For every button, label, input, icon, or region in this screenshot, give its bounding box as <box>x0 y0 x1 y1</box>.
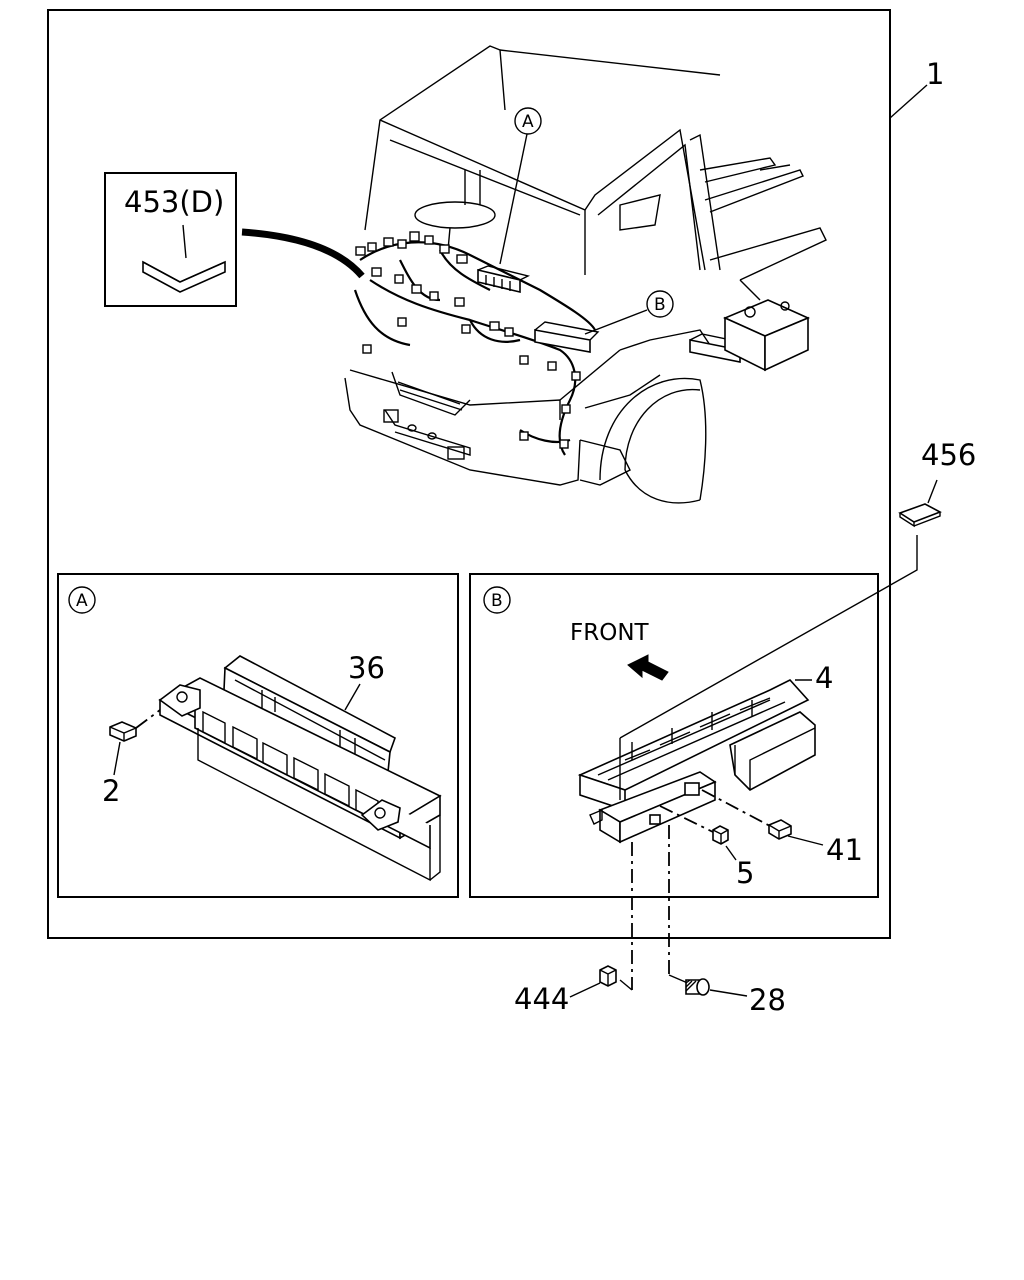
callout-5: 5 <box>736 856 754 890</box>
leader-456 <box>927 479 938 504</box>
view-marker-b-main-label: B <box>654 295 666 315</box>
detail-panel-a <box>57 573 459 898</box>
leader-view-b <box>584 309 648 335</box>
dash-2-to-bracket <box>135 709 161 729</box>
leader-36 <box>344 683 361 711</box>
leader-2 <box>113 741 121 776</box>
view-marker-a-panel-label: A <box>76 591 88 611</box>
view-marker-b-main <box>646 290 674 318</box>
callout-453d: 453(D) <box>124 185 224 219</box>
tape-part <box>898 503 942 523</box>
wiring-harness <box>353 241 596 456</box>
view-marker-a-panel <box>68 586 96 614</box>
main-frame <box>47 9 891 939</box>
view-marker-b-panel-label: B <box>491 591 503 611</box>
callout-36: 36 <box>348 651 385 685</box>
leader-41 <box>787 835 824 846</box>
detail-panel-b <box>469 573 879 898</box>
harness-variant-inset: 453(D) <box>104 172 237 307</box>
view-marker-a-main <box>514 107 542 135</box>
leader-1 <box>889 84 928 119</box>
front-label: FRONT <box>570 620 650 646</box>
callout-456: 456 <box>921 438 976 472</box>
dash-41 <box>701 789 771 827</box>
leader-453d <box>241 228 365 279</box>
callout-444: 444 <box>514 982 569 1016</box>
front-arrow <box>627 654 669 681</box>
callout-1: 1 <box>926 57 944 91</box>
view-marker-a-main-label: A <box>522 112 534 132</box>
callout-4: 4 <box>815 661 833 695</box>
bracket-assembly-a <box>109 655 442 882</box>
leader-28 <box>709 989 748 997</box>
screw-part <box>685 978 710 996</box>
relay-box-b-assembly <box>577 679 816 845</box>
callout-28: 28 <box>749 983 786 1017</box>
leader-view-a <box>499 133 528 265</box>
leader-444-hook <box>619 979 633 991</box>
view-marker-b-panel <box>483 586 511 614</box>
dash-5 <box>659 805 714 833</box>
callout-41: 41 <box>826 833 863 867</box>
truck-cab-illustration <box>344 45 827 504</box>
callout-2: 2 <box>102 774 120 808</box>
leader-456-to-b <box>619 535 918 739</box>
leader-5 <box>725 845 737 861</box>
leader-444 <box>569 982 601 998</box>
clip-part <box>599 965 617 987</box>
